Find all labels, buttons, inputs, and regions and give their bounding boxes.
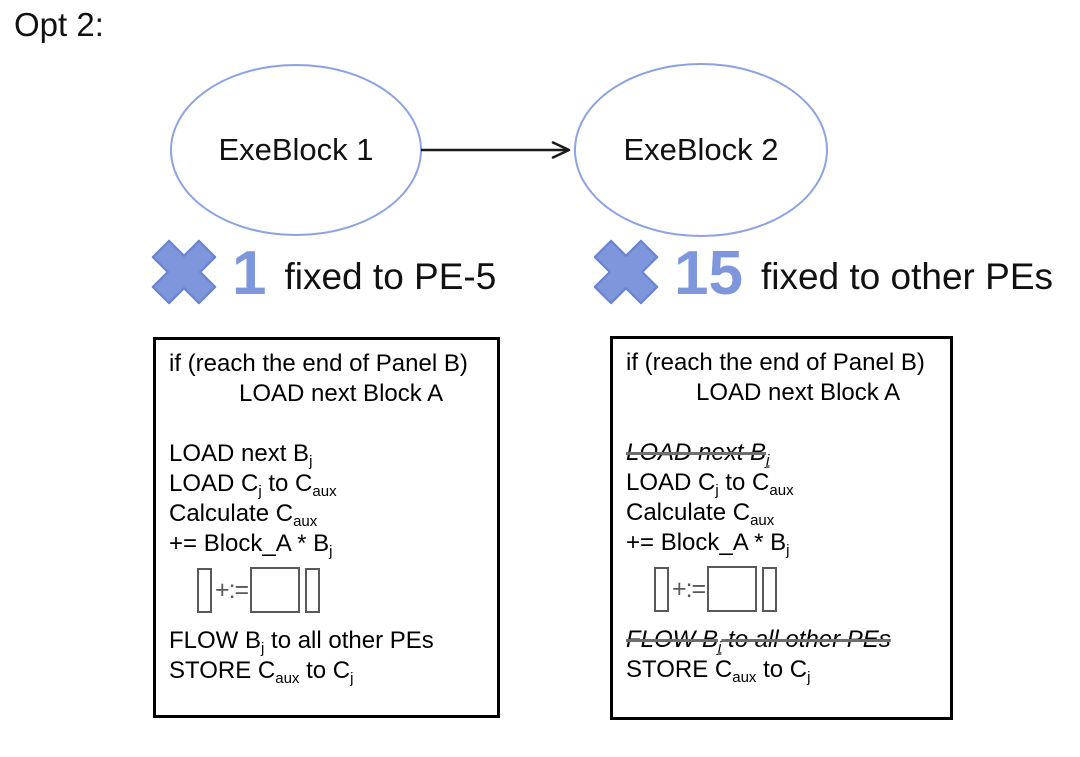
code-line: LOAD Cj to Caux	[626, 468, 942, 498]
code-text: LOAD next Block A	[696, 379, 901, 406]
multiply-x-icon	[151, 239, 217, 305]
code-text: Calculate C	[169, 500, 294, 527]
subscript-text: j	[715, 482, 719, 499]
code-blank-line	[626, 408, 942, 438]
subscript-text: j	[261, 640, 265, 657]
assign-operator: +:=	[215, 576, 249, 604]
subscript-text: aux	[769, 482, 794, 499]
assign-operator: +:=	[672, 575, 706, 603]
subscript-text: j	[786, 542, 790, 559]
code-text: to C	[299, 657, 351, 684]
code-text: to C	[261, 470, 313, 497]
subscript-text: j	[807, 669, 811, 686]
code-text: LOAD next B	[626, 439, 767, 466]
vector-rect-icon	[197, 567, 212, 613]
code-blank-line	[169, 409, 489, 439]
code-line: LOAD next Block A	[626, 378, 942, 408]
code-text: if (reach the end of Panel B)	[626, 349, 925, 376]
code-text: FLOW B	[626, 626, 719, 653]
code-text: FLOW B	[169, 627, 262, 654]
node-exeblock2-label: ExeBlock 2	[623, 132, 779, 167]
code-line: Calculate Caux	[169, 499, 489, 529]
code-text: LOAD next Block A	[239, 380, 444, 407]
code-text: LOAD C	[626, 469, 716, 496]
multiplier-right-label: fixed to other PEs	[760, 256, 1054, 297]
code-line: if (reach the end of Panel B)	[626, 348, 942, 378]
code-box-exeblock1: if (reach the end of Panel B) LOAD next B…	[153, 337, 500, 718]
code-line: += Block_A * Bj	[169, 529, 489, 559]
subscript-text: j	[329, 543, 333, 560]
subscript-text: j	[766, 452, 770, 469]
code-text: STORE C	[169, 657, 276, 684]
code-box-exeblock2: if (reach the end of Panel B) LOAD next B…	[610, 336, 953, 720]
code-line-struck: FLOW Bj to all other PEs	[626, 625, 942, 655]
code-line: LOAD next Bj	[169, 439, 489, 469]
code-line: LOAD Cj to Caux	[169, 469, 489, 499]
multiply-x-icon	[593, 239, 659, 305]
node-exeblock2: ExeBlock 2	[574, 63, 828, 237]
code-text: LOAD C	[169, 470, 259, 497]
code-text: += Block_A * B	[169, 530, 330, 557]
subscript-text: j	[718, 639, 722, 656]
page-title: Opt 2:	[14, 6, 104, 43]
subscript-text: aux	[275, 670, 300, 687]
matrix-square-icon	[250, 567, 301, 613]
matrix-square-icon	[707, 566, 758, 612]
node-exeblock1-label: ExeBlock 1	[218, 132, 374, 167]
code-line: if (reach the end of Panel B)	[169, 349, 489, 379]
multiplier-left: 1 fixed to PE-5	[144, 230, 496, 314]
code-text: LOAD next B	[169, 440, 310, 467]
subscript-text: aux	[293, 513, 318, 530]
node-exeblock1: ExeBlock 1	[170, 64, 422, 236]
code-line-struck: LOAD next Bj	[626, 438, 942, 468]
matrix-assign-icon: +:=	[654, 564, 942, 614]
code-text: to C	[718, 469, 770, 496]
multiplier-right-count: 15	[674, 239, 743, 308]
subscript-text: aux	[732, 669, 757, 686]
matrix-assign-icon: +:=	[197, 565, 489, 615]
code-text: Calculate C	[626, 499, 751, 526]
subscript-text: j	[350, 670, 354, 687]
arrow-exeblock1-to-exeblock2-icon	[421, 141, 571, 159]
code-text: to all other PEs	[264, 627, 434, 654]
code-text: STORE C	[626, 656, 733, 683]
code-line: STORE Caux to Cj	[169, 656, 489, 686]
code-line: Calculate Caux	[626, 498, 942, 528]
vector-rect-icon	[305, 567, 321, 613]
code-line: STORE Caux to Cj	[626, 655, 942, 685]
vector-rect-icon	[762, 566, 778, 612]
code-text: to all other PEs	[721, 626, 891, 653]
subscript-text: aux	[750, 512, 775, 529]
code-text: if (reach the end of Panel B)	[169, 350, 468, 377]
code-text: to C	[756, 656, 808, 683]
multiplier-left-count: 1	[232, 239, 267, 308]
subscript-text: j	[309, 453, 313, 470]
subscript-text: j	[258, 483, 262, 500]
code-line: FLOW Bj to all other PEs	[169, 626, 489, 656]
code-line: += Block_A * Bj	[626, 528, 942, 558]
vector-rect-icon	[654, 566, 669, 612]
multiplier-right: 15 fixed to other PEs	[586, 230, 1053, 314]
code-line: LOAD next Block A	[169, 379, 489, 409]
multiplier-left-label: fixed to PE-5	[284, 256, 497, 297]
subscript-text: aux	[312, 483, 337, 500]
code-text: += Block_A * B	[626, 529, 787, 556]
